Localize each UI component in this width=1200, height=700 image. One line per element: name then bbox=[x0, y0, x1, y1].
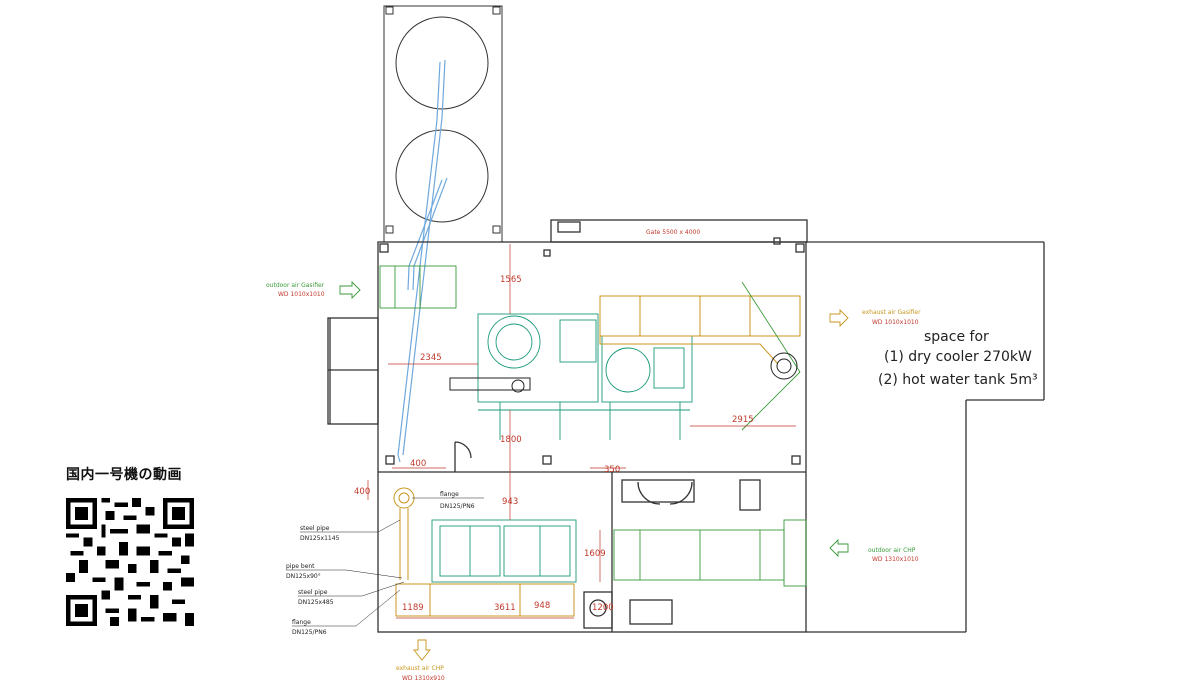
exhaust-gasifier-title: exhaust air Gasifier bbox=[862, 309, 921, 316]
qr-title: 国内一号機の動画 bbox=[66, 467, 182, 483]
outdoor-chp-title: outdoor air CHP bbox=[868, 547, 916, 554]
dim-400-side: 400 bbox=[354, 487, 370, 497]
dim-943: 943 bbox=[502, 497, 518, 507]
space-note-line2: (1) dry cooler 270kW bbox=[884, 349, 1032, 365]
dim-2915: 2915 bbox=[732, 415, 754, 425]
dim-3611: 3611 bbox=[494, 603, 516, 613]
steel-pipe-2-label: steel pipe bbox=[298, 589, 328, 596]
exhaust-chp-title: exhaust air CHP bbox=[396, 665, 444, 672]
steel-pipe-2-spec: DN125x485 bbox=[298, 599, 334, 606]
dimension-lines bbox=[367, 244, 796, 619]
arrow-outdoor-gasifier bbox=[339, 280, 361, 300]
pipe-bent-spec: DN125x90° bbox=[286, 573, 321, 580]
pipe-bent-label: pipe bent bbox=[286, 563, 315, 570]
dim-1200: 1200 bbox=[592, 603, 614, 613]
dim-400-top: 400 bbox=[410, 459, 426, 469]
space-note-line1: space for bbox=[924, 329, 989, 345]
dim-948: 948 bbox=[534, 601, 550, 611]
steel-pipe-1-label: steel pipe bbox=[300, 525, 330, 532]
callout-leaders bbox=[286, 497, 484, 627]
gate-label: Gate 5500 x 4000 bbox=[646, 229, 700, 236]
building-walls bbox=[327, 219, 1045, 633]
dim-1565: 1565 bbox=[500, 275, 522, 285]
chp-duct bbox=[613, 519, 807, 587]
dim-1609: 1609 bbox=[584, 549, 606, 559]
arrow-exhaust-gasifier bbox=[829, 308, 849, 328]
outdoor-gasifier-size: WD 1010x1010 bbox=[278, 291, 325, 298]
space-note-line3: (2) hot water tank 5m³ bbox=[878, 372, 1038, 388]
qr-code-icon[interactable] bbox=[66, 498, 194, 626]
outdoor-chp-size: WD 1310x1010 bbox=[872, 556, 919, 563]
steel-pipe-1-spec: DN125x1145 bbox=[300, 535, 340, 542]
dim-350: 350 bbox=[604, 465, 620, 475]
gasifier-intake bbox=[379, 265, 801, 431]
arrow-exhaust-chp bbox=[413, 639, 431, 661]
flange-bottom-label: flange bbox=[292, 619, 311, 626]
exhaust-chp-size: WD 1310x910 bbox=[402, 675, 445, 682]
outdoor-gasifier-title: outdoor air Gasifier bbox=[266, 282, 325, 289]
exhaust-fan bbox=[449, 352, 798, 393]
dim-1189: 1189 bbox=[402, 603, 424, 613]
gasifier-duct bbox=[599, 295, 801, 365]
dim-1800: 1800 bbox=[500, 435, 522, 445]
dim-2345: 2345 bbox=[420, 353, 442, 363]
arrow-outdoor-chp bbox=[829, 538, 849, 558]
chp-exhaust-pipe bbox=[393, 487, 575, 617]
flange-bottom-spec: DN125/PN6 bbox=[292, 629, 327, 636]
flange-top-spec: DN125/PN6 bbox=[440, 503, 475, 510]
chp-engine bbox=[431, 519, 577, 583]
dry-cooler-unit bbox=[383, 5, 503, 243]
flange-top-label: flange bbox=[440, 491, 459, 498]
coolant-pipes bbox=[397, 59, 448, 463]
exhaust-gasifier-size: WD 1010x1010 bbox=[872, 319, 919, 326]
